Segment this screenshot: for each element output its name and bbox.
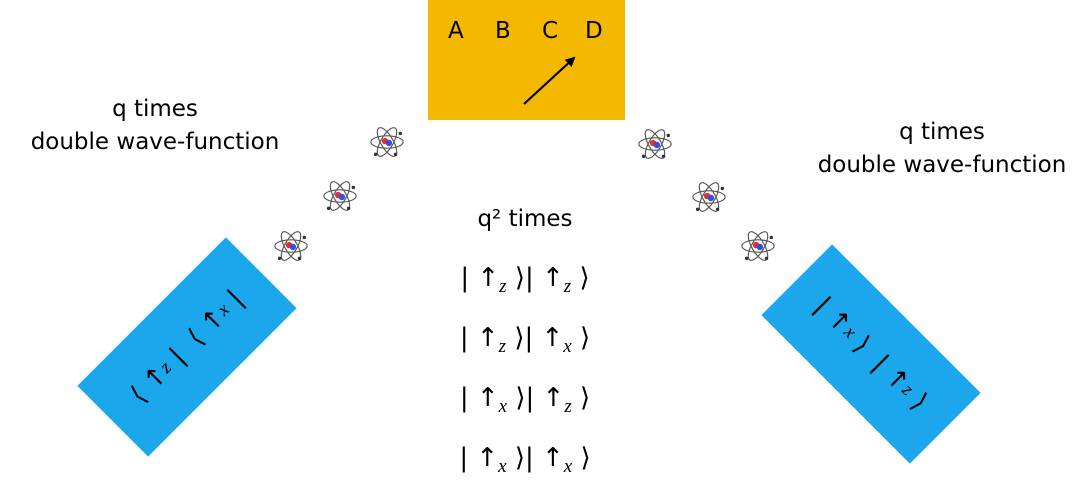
state-row: | ↑x ⟩| ↑x ⟩ (459, 443, 591, 477)
state-row: | ↑z ⟩| ↑x ⟩ (459, 323, 591, 357)
left-detector: ⟨ ↑z | ⟨ ↑x | (77, 237, 297, 457)
left-label: q times double wave-function (10, 93, 300, 159)
left-label-line1: q times (112, 96, 198, 122)
atom-icon (692, 182, 726, 212)
atom-icon (323, 181, 357, 211)
q2-times-label: q² times (477, 206, 573, 232)
right-detector: | ↑x ⟩ | ↑z ⟩ (761, 244, 981, 464)
state-row: | ↑z ⟩| ↑z ⟩ (460, 263, 590, 297)
right-label: q times double wave-function (797, 116, 1087, 182)
setting-label-b: B (495, 18, 511, 44)
setting-label-d: D (585, 18, 603, 44)
left-label-line2: double wave-function (30, 129, 280, 155)
atom-icon (741, 231, 775, 261)
right-label-line2: double wave-function (817, 152, 1067, 178)
setting-label-c: C (542, 18, 559, 44)
right-label-line1: q times (899, 119, 985, 145)
atom-icon (274, 231, 308, 261)
setting-label-a: A (448, 18, 464, 44)
atom-icon (370, 127, 404, 157)
atom-icon (638, 129, 672, 159)
state-row: | ↑x ⟩| ↑z ⟩ (459, 383, 591, 417)
